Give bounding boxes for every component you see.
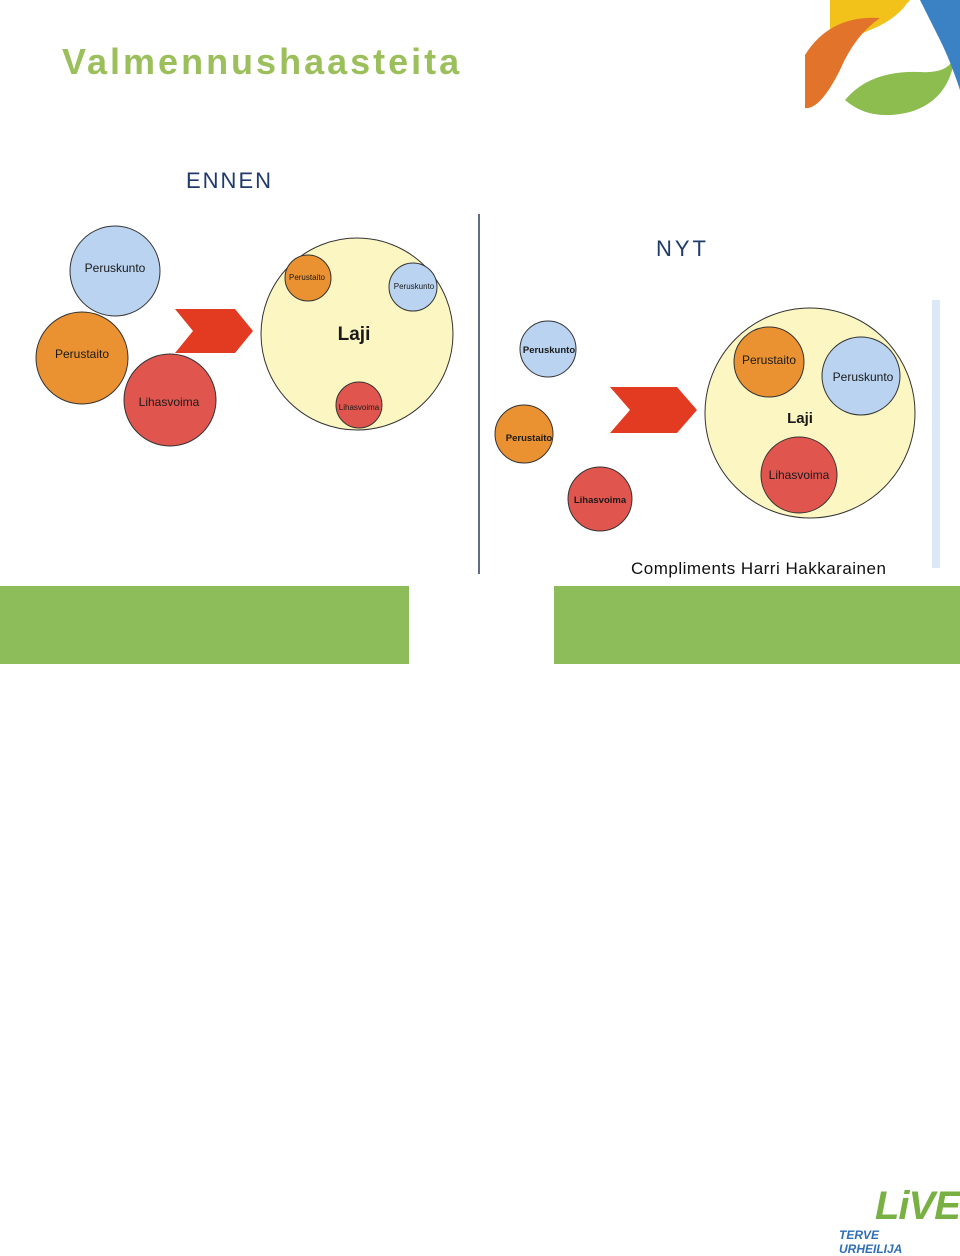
- now-container-label: Laji: [787, 410, 813, 427]
- now-input-perustaito-label: Perustaito: [506, 433, 553, 444]
- before-input-lihasvoima-label: Lihasvoima: [139, 395, 200, 409]
- now-inner-lihasvoima-label: Lihasvoima: [769, 468, 830, 482]
- before-label: ENNEN: [186, 168, 274, 193]
- now-inner-perustaito-label: Perustaito: [742, 353, 796, 367]
- before-inner-lihasvoima: Lihasvoima: [335, 381, 383, 429]
- credit-text: Compliments Harri Hakkarainen: [631, 559, 887, 578]
- before-inner-perustaito-label: Perustaito: [289, 273, 326, 282]
- before-input-peruskunto: Peruskunto: [69, 225, 161, 317]
- now-inner-perustaito: Perustaito: [733, 326, 805, 398]
- footer-logo-word: LiVE: [875, 1184, 960, 1228]
- now-label: NYT: [656, 236, 709, 261]
- corner-logo-graphic: [805, 0, 960, 116]
- before-inner-perustaito: Perustaito: [284, 254, 332, 302]
- now-inner-peruskunto-label: Peruskunto: [833, 370, 894, 384]
- footer-logo-tagline: TERVE URHEILIJA: [839, 1228, 903, 1256]
- now-arrow: [610, 387, 697, 433]
- now-inner-peruskunto: Peruskunto: [821, 336, 901, 416]
- before-inner-peruskunto: Peruskunto: [388, 262, 438, 312]
- now-input-peruskunto: Peruskunto: [519, 320, 577, 378]
- now-input-peruskunto-label: Peruskunto: [523, 345, 575, 356]
- before-container-label: Laji: [338, 324, 371, 345]
- now-input-lihasvoima: Lihasvoima: [567, 466, 633, 532]
- before-inner-peruskunto-label: Peruskunto: [394, 282, 435, 291]
- before-input-lihasvoima: Lihasvoima: [123, 353, 217, 447]
- now-input-perustaito: Perustaito: [494, 404, 554, 464]
- before-input-peruskunto-label: Peruskunto: [85, 261, 146, 275]
- diagram-canvas: Peruskunto Perustaito Lihasvoima Laji Pe…: [35, 214, 940, 574]
- now-inner-lihasvoima: Lihasvoima: [760, 436, 838, 514]
- slide-title: Valmennushaasteita: [62, 41, 463, 82]
- now-input-lihasvoima-label: Lihasvoima: [574, 495, 627, 506]
- before-arrow: [175, 309, 253, 353]
- before-input-perustaito: Perustaito: [35, 311, 129, 405]
- before-inner-lihasvoima-label: Lihasvoima: [339, 403, 380, 412]
- before-input-perustaito-label: Perustaito: [55, 347, 109, 361]
- now-panel-edge: [932, 300, 940, 568]
